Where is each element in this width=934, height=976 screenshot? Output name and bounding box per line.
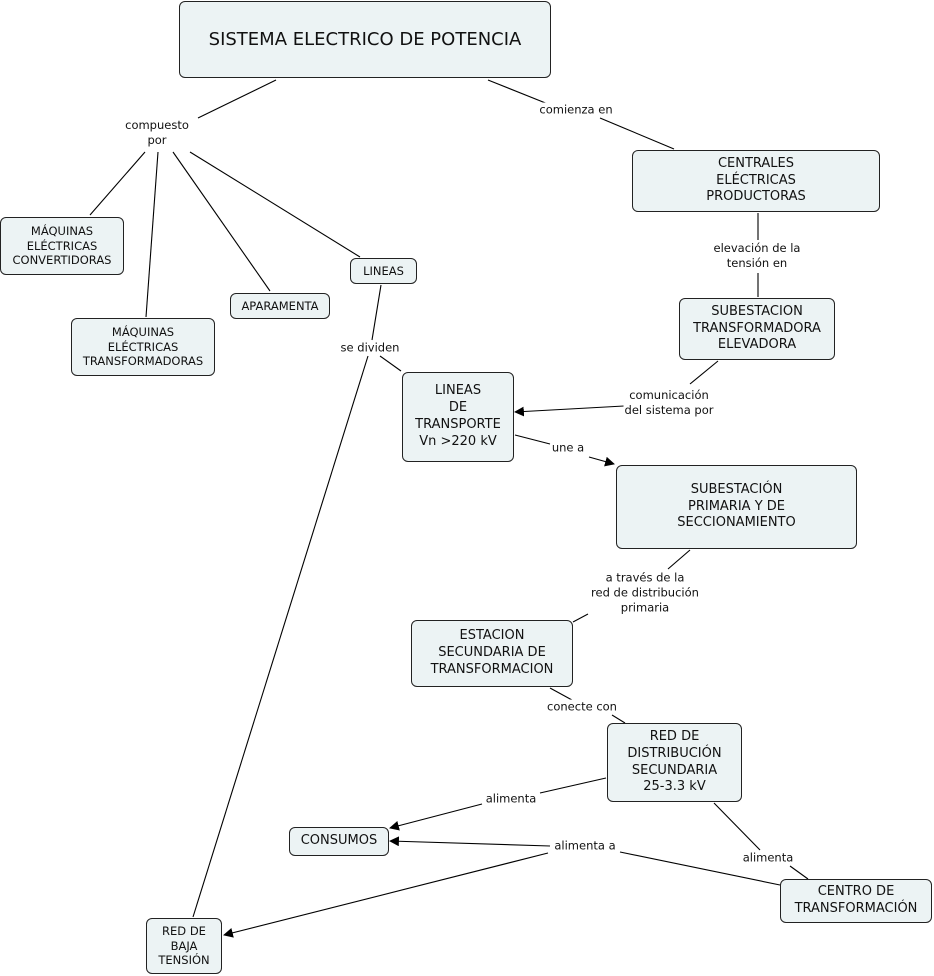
line-compuesto-aparamenta [172,151,271,292]
line-sedividen-redbaja [192,355,369,918]
link-label-alimenta-consumos: alimenta [484,791,538,807]
line-alimenta-consumos [389,803,483,831]
line-conecte-reddist [611,714,626,724]
line-subprim-atraves [667,549,691,570]
line-compuesto-lineas [189,151,361,258]
node-red-distribucion[interactable]: RED DE DISTRIBUCIÓN SECUNDARIA 25-3.3 kV [607,723,742,802]
node-lineas[interactable]: LINEAS [350,258,417,284]
node-centrales-electricas[interactable]: CENTRALES ELÉCTRICAS PRODUCTORAS [632,150,880,212]
line-alimenta2-centro [789,865,809,880]
line-unea-subprim [588,456,615,467]
node-estacion-secundaria[interactable]: ESTACION SECUNDARIA DE TRANSFORMACION [411,620,573,687]
link-label-alimenta-a: alimenta a [553,838,617,854]
line-reddist-alimenta [539,777,607,794]
link-label-compuesto-por: compuesto por [124,118,190,148]
node-centro-transformacion[interactable]: CENTRO DE TRANSFORMACIÓN [780,879,932,923]
line-subelev-comunicacion [689,360,719,385]
node-sistema-electrico[interactable]: SISTEMA ELECTRICO DE POTENCIA [179,1,551,78]
line-sistema-compuesto [197,79,277,119]
node-red-baja-tension[interactable]: RED DE BAJA TENSIÓN [146,918,222,974]
node-maquinas-transformadoras[interactable]: MÁQUINAS ELÉCTRICAS TRANSFORMADORAS [71,318,215,376]
link-label-conecte-con: conecte con [546,699,618,715]
line-comunicacion-transporte [514,405,625,417]
link-label-alimenta-centro: alimenta [741,850,795,866]
line-comienza-centrales [599,117,675,150]
link-label-elevacion-tension: elevación de la tensión en [712,241,802,271]
line-centro-alimentaa [619,851,781,886]
node-lineas-transporte[interactable]: LINEAS DE TRANSPORTE Vn >220 kV [402,372,514,462]
node-maquinas-convertidoras[interactable]: MÁQUINAS ELÉCTRICAS CONVERTIDORAS [0,217,124,275]
line-compuesto-maq-trans [145,151,159,318]
link-label-a-traves: a través de la red de distribución prima… [590,570,700,616]
node-aparamenta[interactable]: APARAMENTA [230,293,330,319]
line-compuesto-maq-conv [89,151,146,216]
node-consumos[interactable]: CONSUMOS [289,827,389,856]
node-subestacion-primaria[interactable]: SUBESTACIÓN PRIMARIA Y DE SECCIONAMIENTO [616,465,857,549]
line-alimentaa-consumos [389,836,551,847]
link-label-comienza-en: comienza en [538,102,614,118]
line-lineas-sedividen [371,284,382,341]
line-transporte-unea [514,434,551,445]
link-label-comunicacion: comunicación del sistema por [623,388,715,418]
line-reddist-alimenta2 [713,802,761,851]
link-label-se-dividen: se dividen [339,340,401,356]
node-subestacion-elevadora[interactable]: SUBESTACION TRANSFORMADORA ELEVADORA [679,298,835,360]
line-alimentaa-redbaja [223,852,549,938]
line-sistema-comienza [487,79,549,105]
line-atraves-estacion [572,613,589,623]
link-label-une-a: une a [550,440,586,456]
line-estacion-conecte [549,687,573,701]
line-sedividen-transporte [379,355,402,372]
